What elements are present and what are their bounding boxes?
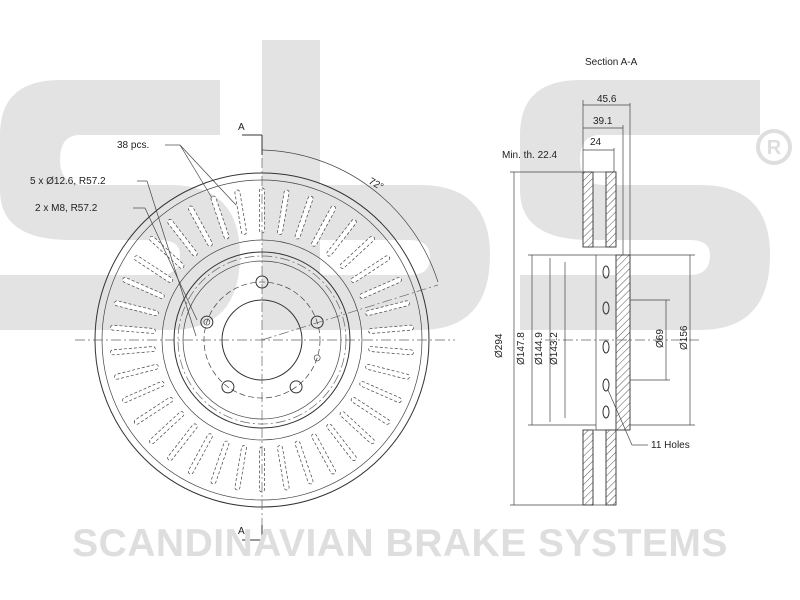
dia-69: Ø69 bbox=[655, 329, 666, 348]
vent-slot bbox=[114, 364, 159, 380]
cooling-vents bbox=[110, 187, 414, 493]
dim-45-6: 45.6 bbox=[597, 94, 617, 105]
bolt-holes bbox=[200, 275, 324, 394]
vent-slot bbox=[167, 423, 198, 461]
bolt-hole bbox=[200, 315, 214, 329]
vent-slot bbox=[149, 411, 185, 445]
vent-slot bbox=[350, 397, 391, 425]
vent-slot bbox=[234, 189, 247, 235]
vent-slot bbox=[294, 195, 314, 240]
vent-slot bbox=[311, 205, 337, 247]
vent-slot bbox=[277, 445, 290, 491]
vent-count-label: 38 pcs. bbox=[117, 140, 149, 151]
slot-2 bbox=[602, 301, 610, 315]
dia-147-8: Ø147.8 bbox=[516, 332, 527, 365]
slot-3 bbox=[602, 340, 610, 354]
vent-slot bbox=[359, 381, 402, 403]
bolt-hole bbox=[289, 380, 303, 394]
upper-inner-plate bbox=[605, 171, 617, 248]
lower-outer-plate bbox=[582, 429, 594, 506]
vent-slot bbox=[350, 255, 391, 283]
registered-mark: R bbox=[756, 129, 792, 165]
slot-5 bbox=[602, 405, 610, 419]
brand-footer: SCANDINAVIAN BRAKE SYSTEMS bbox=[72, 522, 728, 565]
angled-centerline bbox=[261, 284, 439, 341]
vent-slot bbox=[210, 195, 230, 240]
vent-slot bbox=[311, 433, 337, 475]
vent-slot bbox=[339, 235, 375, 269]
vent-slot bbox=[365, 300, 410, 316]
dia-156: Ø156 bbox=[679, 325, 690, 350]
bolt-hole bbox=[221, 380, 235, 394]
dim-39-1: 39.1 bbox=[593, 116, 613, 127]
dia-294: Ø294 bbox=[494, 333, 505, 358]
vent-slot bbox=[110, 324, 156, 334]
upper-outer-plate bbox=[582, 171, 594, 248]
section-view: Section A-A Min. th. 22.4 45.6 39.1 24 bbox=[494, 57, 700, 506]
vent-slot bbox=[122, 277, 165, 299]
bolt-hole bbox=[310, 315, 324, 329]
section-title: Section A-A bbox=[585, 57, 638, 68]
slot-4 bbox=[602, 378, 610, 392]
section-mark-top: A bbox=[238, 122, 245, 133]
vent-slot bbox=[114, 300, 159, 316]
vent-slot bbox=[368, 324, 414, 334]
bolt-holes-label: 5 x Ø12.6, R57.2 bbox=[30, 176, 106, 187]
min-thickness-label: Min. th. 22.4 bbox=[502, 150, 557, 161]
vent-slot bbox=[365, 364, 410, 380]
svg-text:R: R bbox=[767, 137, 782, 159]
threads-label: 2 x M8, R57.2 bbox=[35, 203, 98, 214]
vent-slot bbox=[122, 381, 165, 403]
angle-arc bbox=[261, 149, 439, 283]
vent-slot bbox=[187, 205, 213, 247]
vent-slot bbox=[294, 440, 314, 485]
vent-slot bbox=[133, 397, 174, 425]
slot-1 bbox=[602, 265, 610, 279]
vent-slot bbox=[187, 433, 213, 475]
dim-24: 24 bbox=[590, 137, 602, 148]
vent-slot bbox=[167, 219, 198, 257]
holes-label: 11 Holes bbox=[651, 440, 690, 451]
vent-slot bbox=[133, 255, 174, 283]
vent-slot bbox=[339, 411, 375, 445]
vent-slot bbox=[277, 189, 290, 235]
hat-face bbox=[595, 254, 617, 431]
threaded-hole bbox=[203, 318, 211, 326]
vent-slot bbox=[210, 440, 230, 485]
vent-slot bbox=[149, 235, 185, 269]
dia-143-2: Ø143.2 bbox=[549, 332, 560, 365]
vent-slot bbox=[359, 277, 402, 299]
vent-slot bbox=[326, 423, 357, 461]
section-mark-bottom: A bbox=[238, 526, 245, 537]
dia-144-9: Ø144.9 bbox=[534, 332, 545, 365]
threaded-hole bbox=[313, 354, 321, 362]
vent-slot bbox=[234, 445, 247, 491]
front-view: A A 72° 38 pcs. 5 x Ø12.6, R57.2 2 x M8,… bbox=[30, 122, 455, 541]
vent-slot bbox=[326, 219, 357, 257]
vent-slot bbox=[110, 346, 156, 356]
vent-slot bbox=[368, 346, 414, 356]
lower-inner-plate bbox=[605, 429, 617, 506]
hat-wall bbox=[615, 254, 631, 431]
